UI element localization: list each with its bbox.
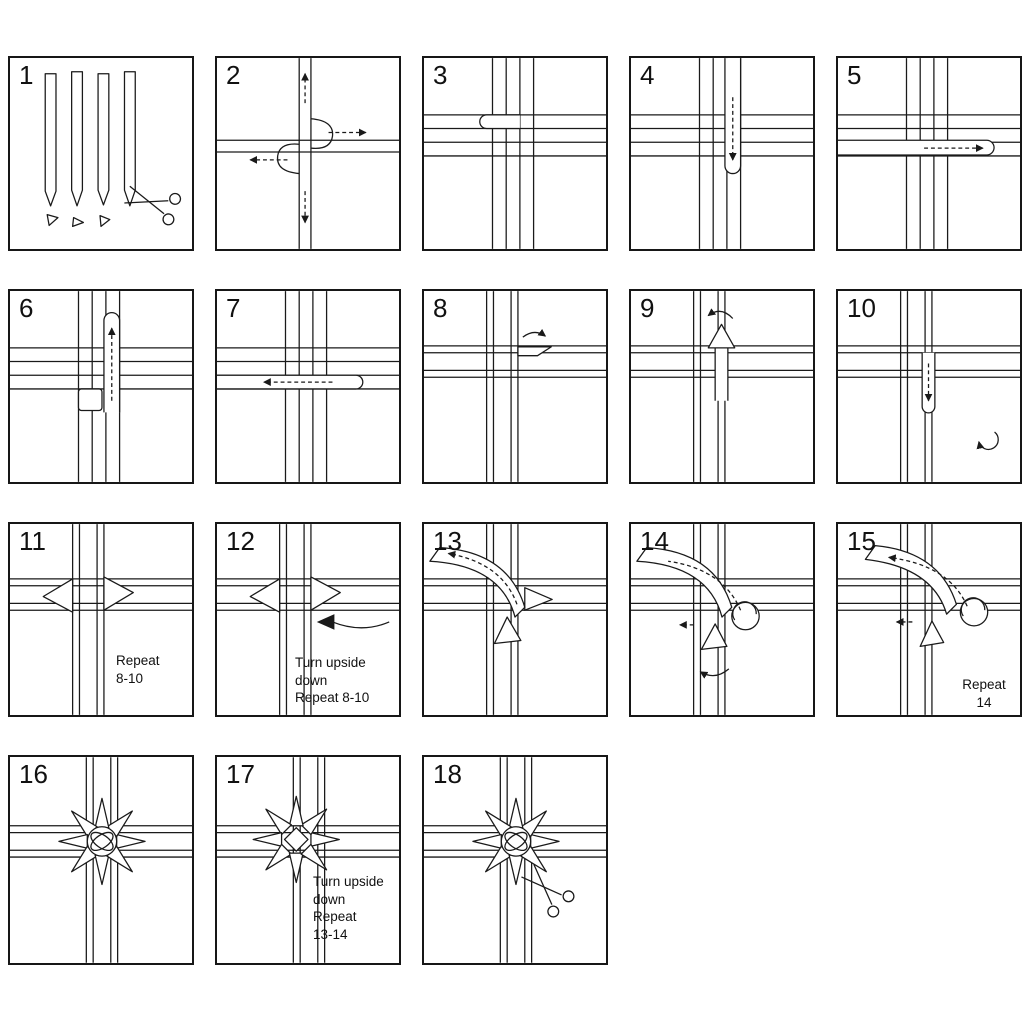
corner-fold-diagram xyxy=(424,291,606,482)
woven-star xyxy=(472,797,560,886)
step-number: 12 xyxy=(226,526,255,556)
step-panel-5: 5 xyxy=(836,56,1022,251)
flip-arrow xyxy=(707,308,734,319)
curve-arrow xyxy=(887,554,968,607)
step-panel-2: 2 xyxy=(215,56,401,251)
step-number: 10 xyxy=(847,293,876,323)
step-number: 3 xyxy=(433,60,448,90)
row-2: 6 7 8 xyxy=(8,289,1024,484)
step-panel-9: 9 xyxy=(629,289,815,484)
step-note: Turn upside down Repeat 8-10 xyxy=(295,655,370,706)
rotate-arrow xyxy=(976,431,999,451)
step-number: 1 xyxy=(19,60,34,90)
step-number: 16 xyxy=(19,759,48,789)
point-fold-diagram xyxy=(631,291,813,482)
step-panel-16: 16 xyxy=(8,755,194,965)
woven-star xyxy=(252,795,340,884)
step-panel-10: 10 xyxy=(836,289,1022,484)
cone-loop-diagram xyxy=(631,524,813,715)
fold-left-diagram xyxy=(217,291,399,482)
swoosh-line xyxy=(332,621,390,629)
scissors-icon xyxy=(521,864,575,918)
step-number: 7 xyxy=(226,293,241,323)
woven-star xyxy=(58,797,146,886)
step-number: 9 xyxy=(640,293,655,323)
star-back-diagram xyxy=(217,757,399,963)
row-1: 1 2 xyxy=(8,56,1024,251)
fold-up-diagram xyxy=(10,291,192,482)
step-number: 11 xyxy=(19,526,46,556)
step-panel-13: 13 xyxy=(422,522,608,717)
step-number: 2 xyxy=(226,60,241,90)
step-number: 8 xyxy=(433,293,448,323)
step-panel-14: 14 xyxy=(629,522,815,717)
step-panel-3: 3 xyxy=(422,56,608,251)
two-points-diagram xyxy=(10,524,192,715)
step-panel-18: 18 xyxy=(422,755,608,965)
two-strip-weave-diagram xyxy=(217,58,399,249)
step-number: 14 xyxy=(640,526,669,556)
step-panel-17: 17 Turn upside down Repeat 13-14 xyxy=(215,755,401,965)
scissors-icon xyxy=(124,185,182,226)
fold-right-diagram xyxy=(838,58,1020,249)
step-number: 18 xyxy=(433,759,462,789)
step-panel-12: 12 Turn upside down Repeat 8-10 xyxy=(215,522,401,717)
star-front-diagram xyxy=(10,757,192,963)
rotate-arrow xyxy=(699,668,730,679)
tuck-down-diagram xyxy=(838,291,1020,482)
step-number: 13 xyxy=(433,526,462,556)
strips-and-scissors-diagram xyxy=(44,71,182,228)
curve-arrow xyxy=(522,328,547,338)
second-loop-diagram xyxy=(838,524,1020,715)
step-number: 5 xyxy=(847,60,862,90)
step-panel-11: 11 Repeat 8-10 xyxy=(8,522,194,717)
finished-star-trim-diagram xyxy=(424,757,606,963)
step-panel-6: 6 xyxy=(8,289,194,484)
step-panel-7: 7 xyxy=(215,289,401,484)
loop-start-diagram xyxy=(424,524,606,715)
fold-down-diagram xyxy=(631,58,813,249)
step-number: 4 xyxy=(640,60,655,90)
step-panel-1: 1 xyxy=(8,56,194,251)
row-4: 16 17 xyxy=(8,755,1024,965)
step-note: Turn upside down Repeat 13-14 xyxy=(313,874,384,942)
row-3: 11 Repeat 8-10 12 Turn upside down Repea… xyxy=(8,522,1024,717)
step-note: Repeat 14 xyxy=(962,677,1006,710)
turn-arrow xyxy=(316,614,335,630)
step-panel-4: 4 xyxy=(629,56,815,251)
basic-weave-diagram xyxy=(424,58,606,249)
step-panel-8: 8 xyxy=(422,289,608,484)
step-panel-15: 15 Repeat 14 xyxy=(836,522,1022,717)
turn-over-diagram xyxy=(217,524,399,715)
step-note: Repeat 8-10 xyxy=(116,653,160,686)
curve-arrow xyxy=(447,550,518,605)
step-number: 6 xyxy=(19,293,34,323)
step-number: 15 xyxy=(847,526,876,556)
step-number: 17 xyxy=(226,759,255,789)
